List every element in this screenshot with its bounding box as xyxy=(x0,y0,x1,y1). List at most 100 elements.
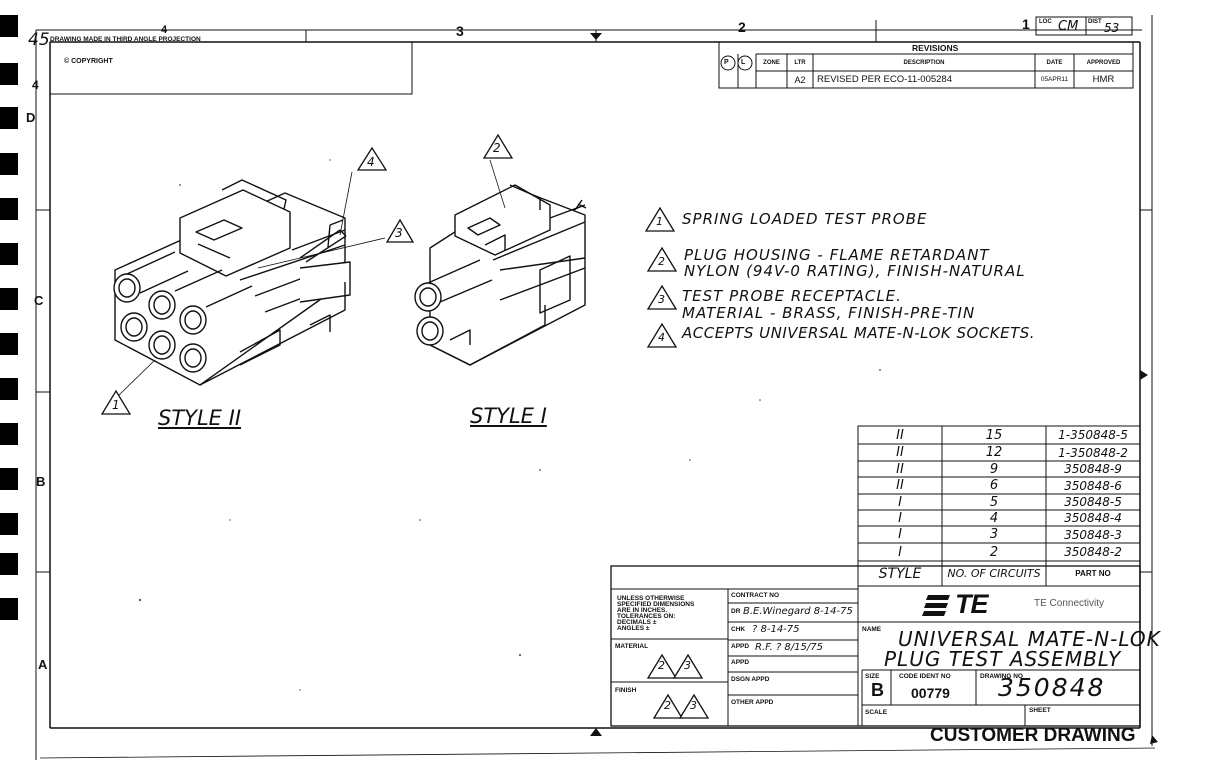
table-cell-style: I xyxy=(898,494,902,510)
tolerance-line: UNLESS OTHERWISE xyxy=(617,595,685,602)
note-4-number: 4 xyxy=(658,331,665,344)
table-cell-part: 350848-4 xyxy=(1064,511,1122,525)
sheet-label: SHEET xyxy=(1029,707,1051,714)
revision-header-approved: APPROVED xyxy=(1086,59,1121,66)
zone-top-3: 3 xyxy=(456,23,464,39)
size-label: SIZE xyxy=(865,673,880,680)
revisions-title: REVISIONS xyxy=(912,43,959,53)
name-label: NAME xyxy=(862,626,882,633)
revision-header-date: DATE xyxy=(1046,59,1063,66)
zone-left-c: C xyxy=(34,293,44,308)
callout-3-style-ii: 3 xyxy=(395,226,403,240)
size-value: B xyxy=(871,680,884,700)
table-header-part: PART NO xyxy=(1075,569,1111,578)
table-cell-circuits: 5 xyxy=(989,494,999,510)
finish-label: FINISH xyxy=(615,687,637,694)
table-cell-style: I xyxy=(898,544,902,560)
table-cell-part: 350848-5 xyxy=(1064,495,1122,509)
callout-4-style-ii: 4 xyxy=(367,155,375,169)
registration-mark xyxy=(0,288,18,310)
tolerance-line: DECIMALS ± xyxy=(617,619,657,626)
registration-mark xyxy=(0,153,18,175)
scale-label: SCALE xyxy=(865,709,888,716)
table-cell-part: 1-350848-5 xyxy=(1058,428,1128,442)
table-cell-style: I xyxy=(898,527,902,542)
revision-header-ltr: LTR xyxy=(794,59,806,66)
table-cell-circuits: 3 xyxy=(989,527,999,542)
chk-value: ? 8-14-75 xyxy=(752,624,800,635)
note-1-text: SPRING LOADED TEST PROBE xyxy=(682,210,928,228)
note-3-text-line1: TEST PROBE RECEPTACLE. xyxy=(682,287,902,305)
registration-mark xyxy=(0,63,18,85)
copyright-label: © COPYRIGHT xyxy=(64,58,113,65)
table-cell-style: II xyxy=(896,461,904,477)
registration-mark xyxy=(0,553,18,575)
revision-l-mark: L xyxy=(741,59,746,66)
revision-p-mark: P xyxy=(724,59,729,66)
table-cell-circuits: 15 xyxy=(985,427,1003,443)
company-tagline: TE Connectivity xyxy=(1034,598,1105,609)
registration-mark xyxy=(0,513,18,535)
loc-value: CM xyxy=(1058,19,1079,34)
table-cell-circuits: 12 xyxy=(985,445,1003,460)
zone-left-mark: 4 xyxy=(32,78,39,92)
projection-note: DRAWING MADE IN THIRD ANGLE PROJECTION xyxy=(50,36,201,43)
table-cell-circuits: 4 xyxy=(989,510,999,526)
material-label: MATERIAL xyxy=(615,643,649,650)
registration-mark xyxy=(0,598,18,620)
material-flag-2: 2 xyxy=(658,659,665,672)
dr-label: DR xyxy=(731,608,741,615)
note-2-text-line1: PLUG HOUSING - FLAME RETARDANT xyxy=(684,246,990,264)
zone-left-a: A xyxy=(38,657,48,672)
chk-label: CHK xyxy=(731,626,746,633)
code-ident-label: CODE IDENT NO xyxy=(899,673,951,680)
note-2-number: 2 xyxy=(658,255,665,268)
note-1-number: 1 xyxy=(656,215,663,228)
material-flag-3: 3 xyxy=(684,659,691,672)
contract-label: CONTRACT NO xyxy=(731,592,780,599)
drawing-title-line2: PLUG TEST ASSEMBLY xyxy=(884,647,1122,671)
appd2-label: APPD xyxy=(731,659,750,666)
appd-label: APPD xyxy=(731,643,750,650)
table-header-circuits: NO. OF CIRCUITS xyxy=(947,566,1041,580)
note-3-text-line2: MATERIAL - BRASS, FINISH-PRE-TIN xyxy=(682,304,976,322)
registration-mark xyxy=(0,333,18,355)
dsgn-appd-label: DSGN APPD xyxy=(731,676,770,683)
table-cell-part: 350848-2 xyxy=(1064,545,1122,559)
callout-1-style-ii: 1 xyxy=(112,398,120,412)
zone-top-2: 2 xyxy=(738,19,746,35)
callout-2-style-i: 2 xyxy=(493,141,501,155)
table-cell-part: 350848-9 xyxy=(1064,462,1122,476)
revision-header-zone: ZONE xyxy=(763,59,780,66)
registration-mark xyxy=(0,243,18,265)
registration-mark xyxy=(0,107,18,129)
company-logo: TE xyxy=(955,589,989,619)
registration-mark xyxy=(0,378,18,400)
revision-ltr: A2 xyxy=(794,74,806,85)
note-3-number: 3 xyxy=(658,293,665,306)
style-i-label: STYLE I xyxy=(470,404,547,428)
revision-date: 05APR11 xyxy=(1040,76,1069,83)
drawing-number-label: DRAWING NO xyxy=(980,673,1023,680)
table-cell-style: II xyxy=(896,427,904,443)
customer-drawing-label: CUSTOMER DRAWING xyxy=(930,725,1136,746)
note-4-text: ACCEPTS UNIVERSAL MATE-N-LOK SOCKETS. xyxy=(682,324,1036,342)
handwritten-corner-number: 45 xyxy=(28,30,50,50)
tolerance-line: ANGLES ± xyxy=(617,625,650,632)
dr-value: B.E.Winegard 8-14-75 xyxy=(743,606,853,617)
table-cell-style: II xyxy=(896,478,904,493)
drawing-number-value: 350848 xyxy=(998,673,1106,702)
revision-header-description: DESCRIPTION xyxy=(903,59,945,66)
tolerance-line: ARE IN INCHES. xyxy=(617,607,668,614)
zone-left-d: D xyxy=(26,110,36,125)
table-cell-style: II xyxy=(896,445,904,460)
registration-mark xyxy=(0,468,18,490)
finish-flag-3: 3 xyxy=(690,699,697,712)
tolerance-line: TOLERANCES ON: xyxy=(617,613,676,620)
